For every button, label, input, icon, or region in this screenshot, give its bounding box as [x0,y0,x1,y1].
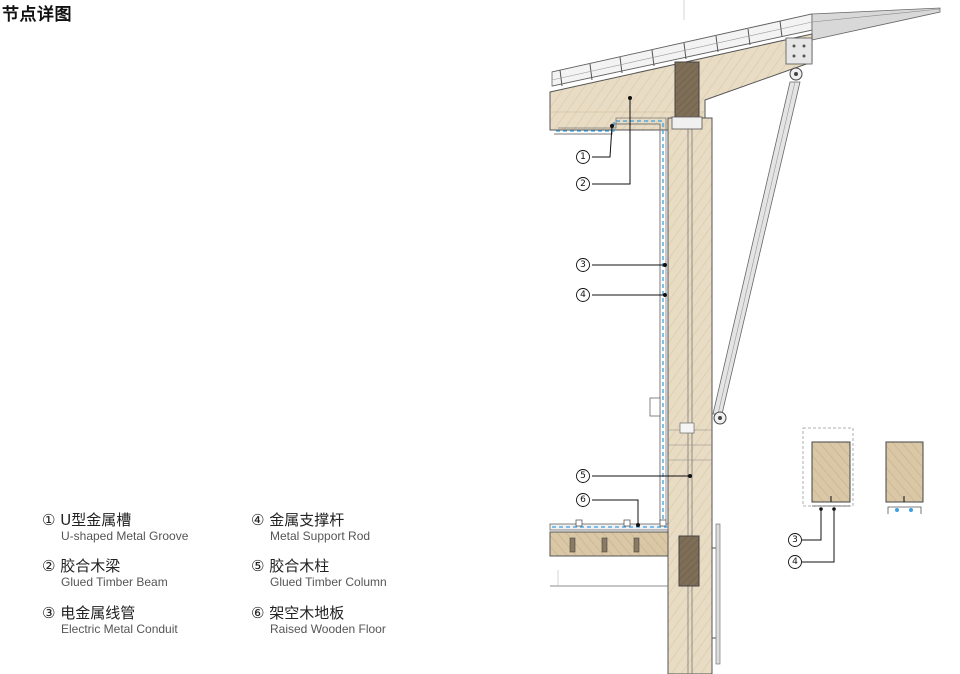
legend-zh-label: U型金属槽 [60,511,132,529]
legend-num: ⑥ [251,604,265,622]
bottom-connector-block [678,535,700,587]
svg-text:3: 3 [580,260,586,270]
legend-zh-label: 架空木地板 [269,604,345,622]
svg-text:1: 1 [580,152,586,162]
legend-zh-label: 胶合木梁 [60,557,121,575]
legend-num: ⑤ [251,557,265,575]
legend-num: ② [42,557,56,575]
legend-num: ④ [251,511,265,529]
legend-item-2: ② 胶合木梁 Glued Timber Beam [42,558,252,590]
svg-text:4: 4 [792,557,798,567]
callout-4: 4 [576,288,590,302]
legend-en-label: U-shaped Metal Groove [61,529,189,543]
legend-item-6: ⑥ 架空木地板 Raised Wooden Floor [251,605,461,637]
callout-1: 1 [576,150,590,164]
top-connector-block [674,61,700,121]
legend: ① U型金属槽 U-shaped Metal Groove ② 胶合木梁 Glu… [42,512,462,652]
section-callout-3: 3 [788,533,802,547]
callout-marks: 1 2 3 4 5 6 [576,150,590,507]
section-callout-leaders [802,510,835,563]
callout-dots [610,96,692,527]
legend-num: ③ [42,604,56,622]
legend-en-label: Electric Metal Conduit [61,622,178,636]
legend-num: ① [42,511,56,529]
legend-item-1: ① U型金属槽 U-shaped Metal Groove [42,512,252,544]
callout-leaders [592,98,690,525]
svg-text:3: 3 [792,535,798,545]
svg-text:4: 4 [580,290,586,300]
metal-support-rod [712,81,801,425]
callout-2: 2 [576,177,590,191]
u-shaped-metal-groove [554,117,667,522]
legend-en-label: Raised Wooden Floor [270,622,386,636]
legend-item-3: ③ 电金属线管 Electric Metal Conduit [42,605,252,637]
page-title: 节点详图 [2,5,72,25]
column-section-b [885,441,924,514]
legend-item-4: ④ 金属支撑杆 Metal Support Rod [251,512,461,544]
svg-text:6: 6 [580,495,586,505]
legend-zh-label: 胶合木柱 [269,557,330,575]
legend-zh-label: 金属支撑杆 [269,511,345,529]
raised-wooden-floor [549,519,669,587]
legend-en-label: Glued Timber Beam [61,575,168,589]
callout-6: 6 [576,493,590,507]
cladding-strip [715,523,721,665]
junction-box [649,397,661,417]
column-section-a [802,427,854,511]
callout-5: 5 [576,469,590,483]
section-callout-4: 4 [788,555,802,569]
steel-node-plate [785,37,813,65]
legend-item-5: ⑤ 胶合木柱 Glued Timber Column [251,558,461,590]
legend-en-label: Metal Support Rod [270,529,371,543]
legend-en-label: Glued Timber Column [270,575,387,589]
callout-3: 3 [576,258,590,272]
canopy-steel [811,7,941,41]
glued-timber-column [649,117,713,674]
legend-zh-label: 电金属线管 [60,604,136,622]
svg-text:2: 2 [580,179,586,189]
svg-text:5: 5 [580,471,586,481]
